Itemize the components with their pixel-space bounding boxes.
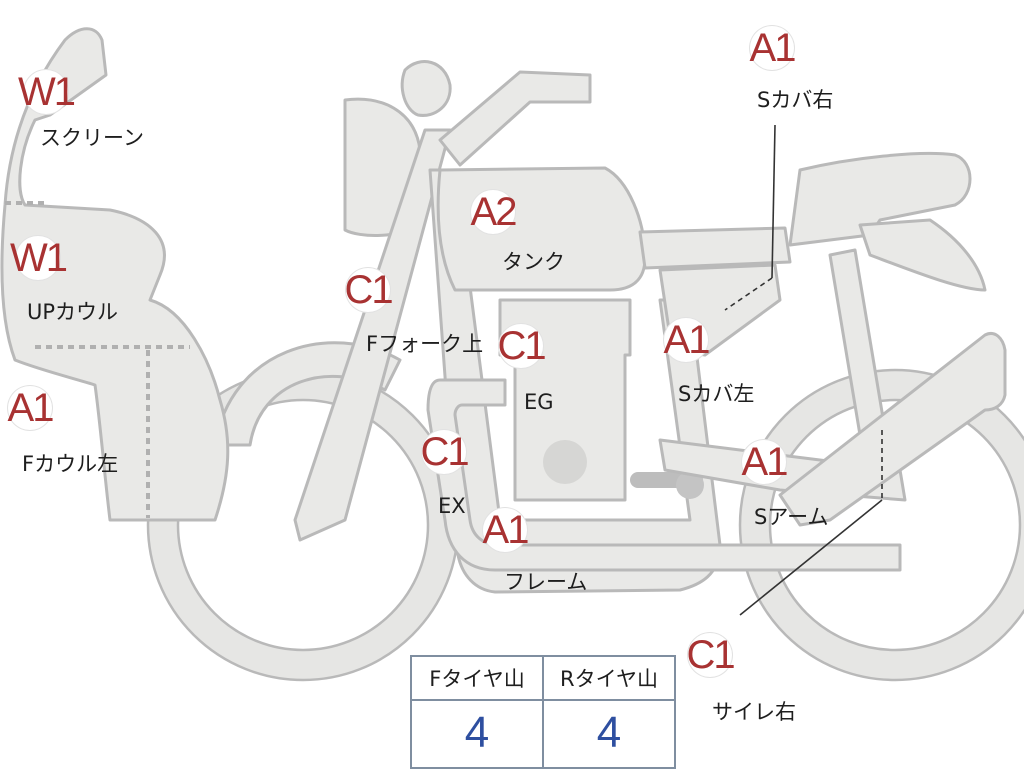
mirror: [400, 60, 452, 117]
badge-upcowl: W1: [10, 236, 68, 280]
tire-depth-table: Fタイヤ山 Rタイヤ山 4 4: [410, 655, 676, 769]
leader-scover-right: [771, 124, 776, 279]
badge-silencer-right: C1: [686, 633, 736, 677]
tail-seat: [788, 152, 972, 247]
badge-scover-left: A1: [663, 318, 710, 362]
rear-tire-value: 4: [596, 708, 622, 757]
label-engine: EG: [524, 390, 554, 414]
seat: [638, 226, 792, 270]
leader-silencer: [739, 499, 883, 616]
table-divider: [542, 657, 544, 767]
label-swingarm: Sアーム: [754, 505, 829, 529]
badge-screen: W1: [18, 70, 76, 114]
badge-ffork-upper: C1: [344, 268, 394, 312]
label-exhaust: EX: [438, 494, 466, 518]
label-scover-left: Sカバ左: [678, 382, 755, 406]
label-ffork-upper: Fフォーク上: [366, 332, 484, 356]
rear-tire-header: Rタイヤ山: [544, 657, 674, 701]
exhaust-pipe: [426, 378, 902, 572]
label-screen: スクリーン: [40, 126, 144, 150]
engine-cover: [543, 440, 587, 484]
footpeg-knob: [676, 471, 704, 499]
label-scover-right: Sカバ右: [757, 88, 834, 112]
label-frame: フレーム: [504, 570, 588, 594]
label-silencer-right: サイレ右: [712, 700, 796, 724]
badge-scover-right: A1: [749, 26, 796, 70]
badge-frame: A1: [482, 508, 529, 552]
front-tire-value: 4: [464, 708, 490, 757]
front-cowl: [0, 27, 230, 522]
handlebar: [438, 70, 592, 167]
badge-tank: A2: [470, 190, 517, 234]
label-tank: タンク: [502, 250, 565, 274]
rear-wheel: [738, 368, 1024, 682]
label-fcowl-left: Fカウル左: [22, 452, 119, 476]
badge-engine: C1: [497, 324, 547, 368]
badge-fcowl-left: A1: [7, 386, 54, 430]
label-upcowl: UPカウル: [27, 300, 119, 324]
front-tire-header: Fタイヤ山: [412, 657, 542, 701]
leader-scover-right-dash: [724, 277, 773, 311]
silencer: [778, 332, 1007, 527]
badge-swingarm: A1: [741, 440, 788, 484]
front-fork: [293, 128, 452, 542]
tail-cowl: [858, 218, 987, 292]
badge-exhaust: C1: [420, 430, 470, 474]
